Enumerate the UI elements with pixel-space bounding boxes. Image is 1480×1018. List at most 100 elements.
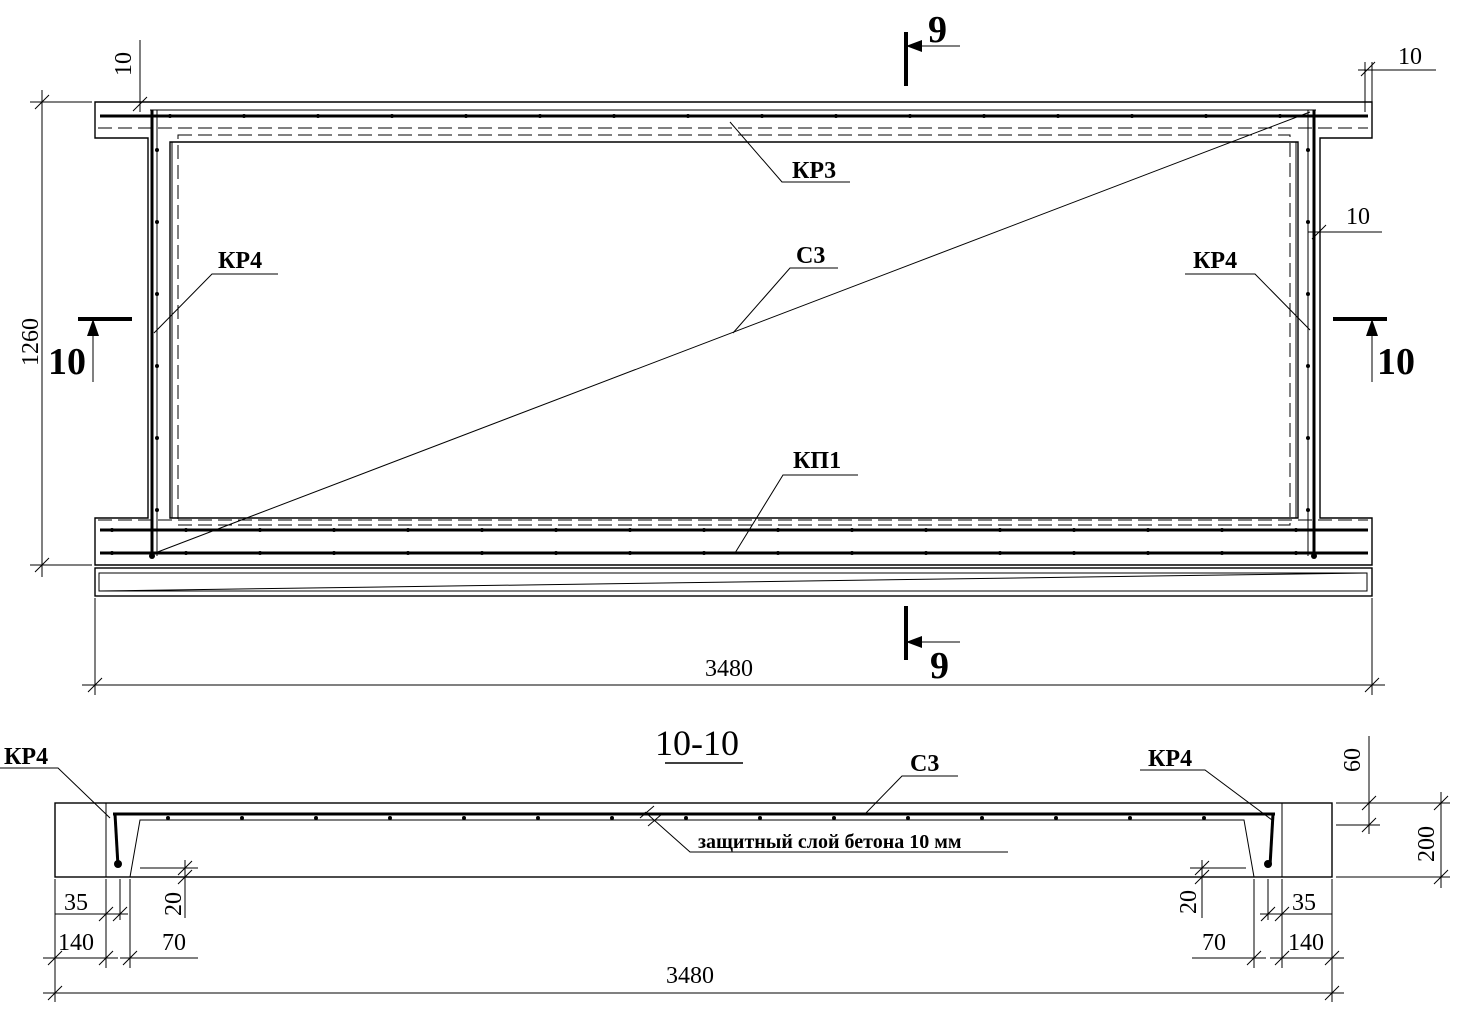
plan-rebar-dots — [110, 114, 1317, 559]
rebar-dot — [610, 816, 614, 820]
rebar-dot — [332, 551, 336, 555]
sec-dim-20-left-tick-b — [177, 869, 193, 885]
rebar-dot — [758, 816, 762, 820]
sec-dim-35-left-tick-a — [98, 906, 114, 922]
sec-dim-20-left-text: 20 — [161, 892, 187, 916]
rebar-dot — [464, 114, 468, 118]
sec-dim-35-left-text: 35 — [64, 890, 88, 916]
rebar-dot — [980, 816, 984, 820]
section-c3-label: С3 — [910, 751, 939, 777]
bottom-strip-inner — [98, 572, 1368, 592]
rebar-dot — [554, 551, 558, 555]
section-kr4-left-label: КР4 — [4, 744, 48, 770]
rebar-dot — [538, 114, 542, 118]
sec-dim-200-text: 200 — [1414, 826, 1440, 862]
rebar-dot — [240, 816, 244, 820]
dim-1260-tick-bottom — [34, 557, 50, 573]
rebar-dot — [628, 551, 632, 555]
rebar-dot — [998, 551, 1002, 555]
rebar-dot — [832, 816, 836, 820]
rebar-dot — [1278, 114, 1282, 118]
rebar-dot — [258, 528, 262, 532]
plan-view: 9 9 10 10 КР3 КР4 КР4 С3 КП1 3480 — [18, 9, 1436, 695]
cut-9-bottom-arrowhead — [906, 636, 922, 648]
rebar-dot — [184, 528, 188, 532]
rebar-dot — [684, 816, 688, 820]
section-left-corner-bar — [114, 860, 122, 868]
cover-note-leader — [644, 811, 1008, 853]
kp1-label: КП1 — [793, 448, 841, 474]
rebar-dot — [332, 528, 336, 532]
cover-note-text: защитный слой бетона 10 мм — [698, 831, 962, 853]
cut-9-top-label: 9 — [928, 9, 947, 51]
rebar-dot — [554, 528, 558, 532]
sec-dim-35-right-tick-b — [1274, 906, 1290, 922]
kp1-leader — [734, 474, 858, 554]
rebar-dot — [1146, 551, 1150, 555]
sec-dim-3480-tick-left — [47, 985, 63, 1001]
dim-1260-text: 1260 — [18, 318, 44, 366]
rebar-dot — [1294, 528, 1298, 532]
section-kr4-right-label: КР4 — [1148, 746, 1192, 772]
rebar-dot — [1204, 114, 1208, 118]
dim-3480-text: 3480 — [705, 656, 753, 682]
rebar-dot — [1128, 816, 1132, 820]
mesh-diagonal — [154, 111, 1311, 554]
rebar-dot — [760, 114, 764, 118]
rebar-dot — [480, 551, 484, 555]
rebar-dot — [924, 551, 928, 555]
rebar-dot — [1146, 528, 1150, 532]
rebar-dot — [155, 436, 159, 440]
rebar-dot — [998, 528, 1002, 532]
rebar-dot — [480, 528, 484, 532]
rebar-dot — [702, 528, 706, 532]
sec-dim-140-right-tick-b — [1324, 950, 1340, 966]
cut-10-left-label: 10 — [48, 341, 86, 383]
rebar-dot — [1306, 292, 1310, 296]
rebar-dot — [1072, 528, 1076, 532]
rebar-dot — [155, 148, 159, 152]
sec-dim-20-right-tick-b — [1194, 869, 1210, 885]
rebar-dot — [1220, 551, 1224, 555]
dim-3480-tick-left — [87, 677, 103, 693]
rebar-dot — [834, 114, 838, 118]
sec-dim-70-right-text: 70 — [1202, 930, 1226, 956]
rebar-dot — [155, 364, 159, 368]
rebar-dot — [906, 816, 910, 820]
rebar-dot — [850, 551, 854, 555]
cover-note-tick-2 — [647, 813, 663, 827]
rebar-dot — [686, 114, 690, 118]
sec-dim-20-right-text: 20 — [1176, 890, 1202, 914]
rebar-dot — [242, 114, 246, 118]
kr4-left-leader — [153, 273, 278, 334]
kr4-left-label: КР4 — [218, 248, 262, 274]
rebar-dot — [1130, 114, 1134, 118]
rebar-dot — [462, 816, 466, 820]
rebar-dot — [1056, 114, 1060, 118]
rebar-dot — [1306, 436, 1310, 440]
rebar-dot — [110, 528, 114, 532]
sec-dim-140-right-tick-a — [1274, 950, 1290, 966]
rebar-dot — [536, 816, 540, 820]
rebar-dot — [850, 528, 854, 532]
section-title: 10-10 — [655, 723, 739, 763]
sec-dim-70-right-tick — [1246, 950, 1262, 966]
rebar-dot — [1311, 553, 1317, 559]
rebar-dot — [628, 528, 632, 532]
rebar-dot — [1306, 148, 1310, 152]
dim-3480-tick-right — [1364, 677, 1380, 693]
c3-label: С3 — [796, 243, 825, 269]
rebar-dot — [166, 816, 170, 820]
sec-dim-60-tick-bottom — [1361, 817, 1377, 833]
sec-dim-140-left-tick-a — [47, 950, 63, 966]
dim-1260-tick-top — [34, 94, 50, 110]
rebar-dot — [702, 551, 706, 555]
section-left-rebar — [113, 813, 120, 867]
rebar-dot — [1220, 528, 1224, 532]
kr4-right-label: КР4 — [1193, 248, 1237, 274]
sec-dim-3480-text: 3480 — [666, 963, 714, 989]
rebar-dot — [1054, 816, 1058, 820]
rebar-dot — [110, 551, 114, 555]
cover-note-tick-1 — [639, 805, 655, 819]
rebar-dot — [316, 114, 320, 118]
